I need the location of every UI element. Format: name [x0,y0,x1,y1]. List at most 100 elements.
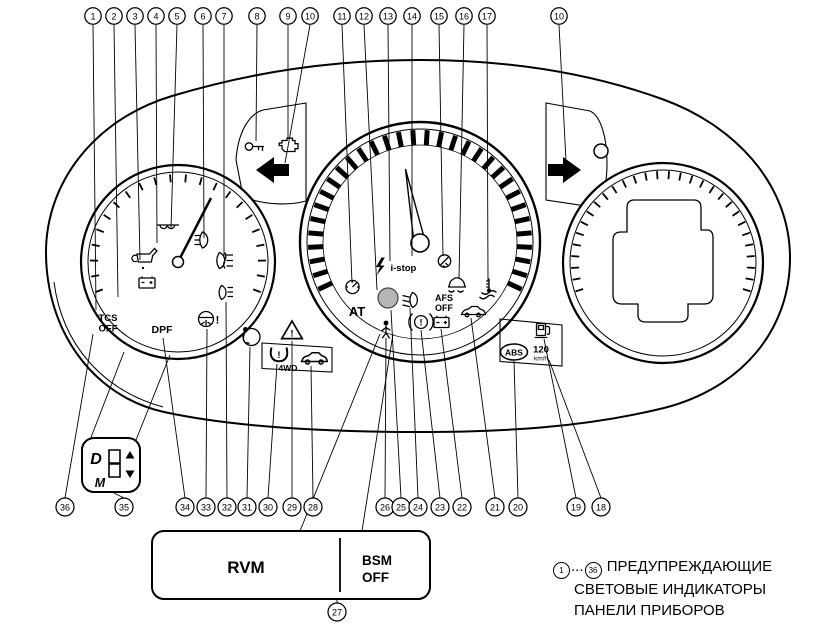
gear-position-display: D M [81,437,141,493]
turn-left-icon [256,157,289,183]
caption-range-end: 36 [584,562,602,579]
check-engine-icon [278,137,299,153]
callout-10-right: 10 [550,7,568,25]
steering-warning-exclaim: ! [216,315,220,327]
callout-15: 15 [430,7,448,25]
svg-text:i-stop: i-stop [391,263,417,274]
svg-text:22: 22 [457,502,467,512]
svg-text:13: 13 [383,11,393,21]
svg-text:24: 24 [413,502,423,512]
figure-caption: 1...36 ПРЕДУПРЕЖДАЮЩИЕ СВЕТОВЫЕ ИНДИКАТО… [552,556,828,621]
svg-text:ABS: ABS [505,348,523,358]
bsm-off-label: OFF [362,570,389,585]
svg-text:!: ! [420,318,423,328]
callout-30: 30 [258,497,278,517]
security-key-icon [437,254,452,269]
callout-2: 2 [105,7,123,25]
tcs-label: TCS [99,313,118,324]
afs-off-label: OFF [435,303,453,313]
odometer-knob[interactable] [377,287,399,309]
master-warning-triangle-icon: ! [280,319,304,340]
immobilizer-icon [460,305,487,318]
coolant-temp-icon [479,278,497,300]
headlight-icon [194,231,209,249]
brake-warning-icon: ! [408,313,434,331]
callout-27: 27 [327,602,347,622]
callout-19: 19 [566,497,586,517]
speed-limit-label: 120 [533,345,549,356]
svg-text:1: 1 [90,11,95,21]
battery-icon [433,315,450,329]
callout-6: 6 [194,7,212,25]
callout-33: 33 [196,497,216,517]
callout-20: 20 [508,497,528,517]
svg-text:10: 10 [305,11,315,21]
svg-text:32: 32 [222,502,232,512]
callout-14: 14 [403,7,421,25]
svg-text:36: 36 [60,502,70,512]
svg-text:27: 27 [332,607,342,617]
callout-9: 9 [279,7,297,25]
tpms-icon: ! [269,347,289,363]
svg-text:9: 9 [285,11,290,21]
svg-text:4: 4 [153,11,158,21]
low-fuel-icon [534,322,551,339]
callout-13: 13 [379,7,397,25]
caption-line-2: СВЕТОВЫЕ ИНДИКАТОРЫ [574,581,767,598]
dsc-icon [447,277,467,293]
center-gauge-ticks [307,130,533,292]
svg-text:30: 30 [263,502,273,512]
charging-system-icon [138,276,156,289]
callout-11: 11 [333,7,351,25]
turn-right-icon [548,157,581,183]
callout-32: 32 [217,497,237,517]
svg-text:31: 31 [242,502,252,512]
callout-3: 3 [126,7,144,25]
svg-text:M: M [95,476,106,490]
gear-segment-digit [108,449,121,478]
callout-31: 31 [237,497,257,517]
svg-text:12: 12 [359,11,369,21]
svg-text:6: 6 [200,11,205,21]
callout-34: 34 [175,497,195,517]
svg-text:19: 19 [571,502,581,512]
svg-text:17: 17 [482,11,492,21]
abs-icon: ABS [499,343,529,361]
svg-text:35: 35 [119,502,129,512]
svg-text:28: 28 [308,502,318,512]
callout-16: 16 [455,7,473,25]
svg-text:20: 20 [513,502,523,512]
svg-text:3: 3 [132,11,137,21]
callout-29: 29 [282,497,302,517]
rvm-bsm-callout-box: RVM BSM OFF [151,530,431,600]
bsm-label: BSM [362,553,392,568]
caption-range-dots: ... [571,558,584,575]
caption-line-1: 1...36 ПРЕДУПРЕЖДАЮЩИЕ [552,556,828,579]
callout-23: 23 [430,497,450,517]
callout-10-left: 10 [301,7,319,25]
svg-text:18: 18 [596,502,606,512]
svg-text:21: 21 [490,502,500,512]
key-warning-icon [244,142,264,152]
left-gauge-ticks [89,174,267,293]
svg-text:!: ! [277,350,280,361]
tcs-off-label: OFF [99,324,118,335]
svg-text:14: 14 [407,11,417,21]
svg-text:2: 2 [111,11,116,21]
caption-range-start: 1 [553,562,570,579]
left-gauge-needle [171,197,213,269]
pedestrian-icon [381,320,391,339]
svg-text:8: 8 [254,11,259,21]
caption-text-1: ПРЕДУПРЕЖДАЮЩИЕ [606,558,773,575]
callout-22: 22 [452,497,472,517]
callout-35: 35 [114,497,134,517]
callout-7: 7 [215,7,233,25]
callout-26: 26 [375,497,395,517]
center-gauge-needle [404,168,430,253]
caption-line-3: ПАНЕЛИ ПРИБОРОВ [574,602,725,619]
callout-12: 12 [355,7,373,25]
svg-text:D: D [90,451,102,468]
svg-text:15: 15 [434,11,444,21]
